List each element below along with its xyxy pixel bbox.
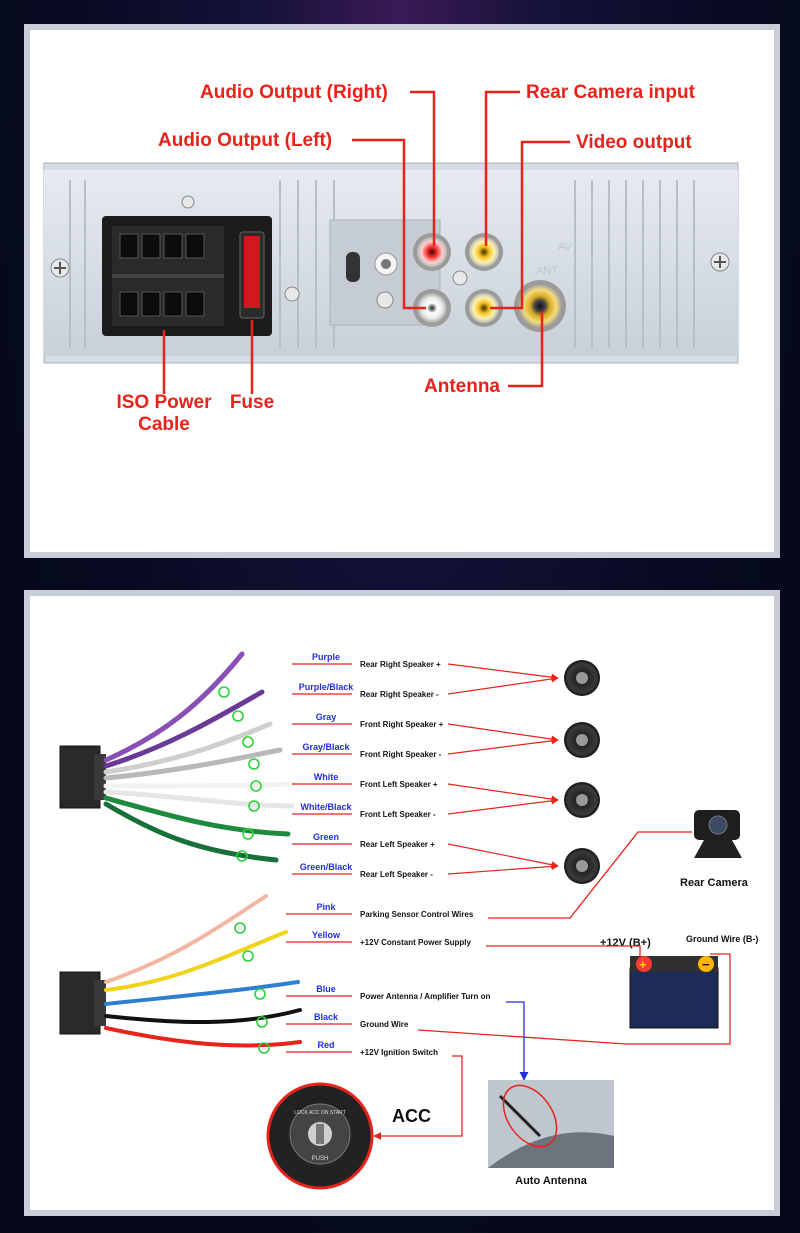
wire-color-label: White bbox=[314, 772, 339, 782]
wire-color-label: Blue bbox=[316, 984, 336, 994]
antenna-label: Antenna bbox=[424, 376, 500, 397]
rear-camera-jack-icon bbox=[469, 237, 499, 267]
ignition-ring-text: LOCK ACC ON START bbox=[294, 1110, 346, 1116]
speaker-icon bbox=[564, 660, 600, 884]
speaker-arrow bbox=[447, 675, 559, 695]
connector-clip-icon bbox=[94, 980, 106, 1026]
wire-function-label: +12V Constant Power Supply bbox=[360, 938, 471, 947]
acc-label: ACC bbox=[392, 1106, 431, 1126]
audio-left-jack-icon bbox=[417, 293, 447, 323]
battery-plus-label: +12V (B+) bbox=[600, 937, 651, 949]
panel-ant-label: ANT bbox=[536, 265, 558, 277]
battery-icon: + − bbox=[629, 956, 719, 1029]
ground-label: Ground Wire (B-) bbox=[686, 934, 758, 944]
audio-right-jack-icon bbox=[417, 237, 447, 267]
svg-text:+: + bbox=[639, 957, 647, 972]
wire-color-label: Green bbox=[313, 832, 339, 842]
iso-cable-label: Cable bbox=[138, 414, 190, 435]
auto-antenna-label: Auto Antenna bbox=[515, 1175, 588, 1187]
wire-color-label: Black bbox=[314, 1012, 339, 1022]
wire-color-label: White/Black bbox=[300, 802, 352, 812]
ignition-switch-icon: LOCK ACC ON START PUSH bbox=[266, 1082, 374, 1190]
device-connector-lines bbox=[373, 831, 731, 1140]
screw-icon bbox=[50, 195, 730, 309]
wire-color-label: Pink bbox=[316, 902, 336, 912]
wire-marker-rings bbox=[218, 686, 270, 1054]
speaker-arrow bbox=[447, 862, 559, 875]
wire-function-label: Front Right Speaker + bbox=[360, 720, 444, 729]
rear-panel-diagram: AV ANT Audio Output (Right) Audio Output… bbox=[24, 24, 780, 558]
wire-function-label: Rear Left Speaker - bbox=[360, 870, 433, 879]
speaker-wires bbox=[103, 651, 295, 863]
wire-function-label: Rear Left Speaker + bbox=[360, 840, 435, 849]
wire-function-label: Front Left Speaker - bbox=[360, 810, 436, 819]
wire-function-label: Ground Wire bbox=[360, 1020, 409, 1029]
rear-panel-svg: AV ANT Audio Output (Right) Audio Output… bbox=[43, 82, 739, 435]
wire-function-label: Rear Right Speaker - bbox=[360, 690, 439, 699]
fuse-label: Fuse bbox=[230, 392, 274, 413]
speaker-arrow bbox=[447, 783, 559, 803]
antenna-jack-icon bbox=[518, 284, 562, 328]
audio-right-label: Audio Output (Right) bbox=[200, 82, 388, 103]
rear-camera-input-label: Rear Camera input bbox=[526, 82, 696, 103]
rear-camera-label: Rear Camera bbox=[680, 877, 749, 889]
wire-function-label: Front Right Speaker - bbox=[360, 750, 442, 759]
wire-function-label: Power Antenna / Amplifier Turn on bbox=[360, 992, 490, 1001]
power-wires bbox=[104, 894, 302, 1048]
antenna-arrow bbox=[506, 1001, 529, 1081]
iso-power-label: ISO Power bbox=[116, 392, 212, 413]
wire-function-label: +12V Ignition Switch bbox=[360, 1048, 438, 1057]
wire-color-label: Gray/Black bbox=[302, 742, 350, 752]
ignition-push-text: PUSH bbox=[312, 1156, 329, 1162]
wire-color-label: Red bbox=[317, 1040, 334, 1050]
speaker-arrow bbox=[447, 797, 559, 815]
rca-jacks bbox=[413, 233, 566, 332]
wire-color-label: Purple/Black bbox=[299, 682, 355, 692]
wire-function-label: Parking Sensor Control Wires bbox=[360, 910, 474, 919]
panel-av-label: AV bbox=[558, 241, 573, 253]
aux-jacks bbox=[346, 252, 398, 282]
video-output-label: Video output bbox=[576, 132, 692, 153]
fuse-icon bbox=[244, 236, 260, 308]
wire-color-label: Purple bbox=[312, 652, 340, 662]
power-harness-connector-icon bbox=[59, 971, 101, 1035]
iso-connector-icon bbox=[102, 216, 272, 336]
speaker-arrow bbox=[447, 843, 559, 869]
wire-function-label: Rear Right Speaker + bbox=[360, 660, 441, 669]
wire-color-label: Yellow bbox=[312, 930, 341, 940]
wire-color-label: Gray bbox=[316, 712, 337, 722]
wire-function-label: Front Left Speaker + bbox=[360, 780, 438, 789]
speaker-arrow bbox=[447, 723, 559, 743]
leader-lines bbox=[162, 90, 570, 394]
speaker-arrow bbox=[447, 737, 559, 755]
svg-text:−: − bbox=[702, 957, 710, 972]
auto-antenna-photo bbox=[488, 1080, 614, 1168]
audio-left-label: Audio Output (Left) bbox=[158, 130, 332, 151]
speaker-arrow bbox=[447, 663, 559, 681]
connector-clip-icon bbox=[94, 754, 106, 800]
wire-color-label: Green/Black bbox=[300, 862, 354, 872]
video-output-jack-icon bbox=[469, 293, 499, 323]
rear-camera-icon bbox=[694, 810, 742, 858]
